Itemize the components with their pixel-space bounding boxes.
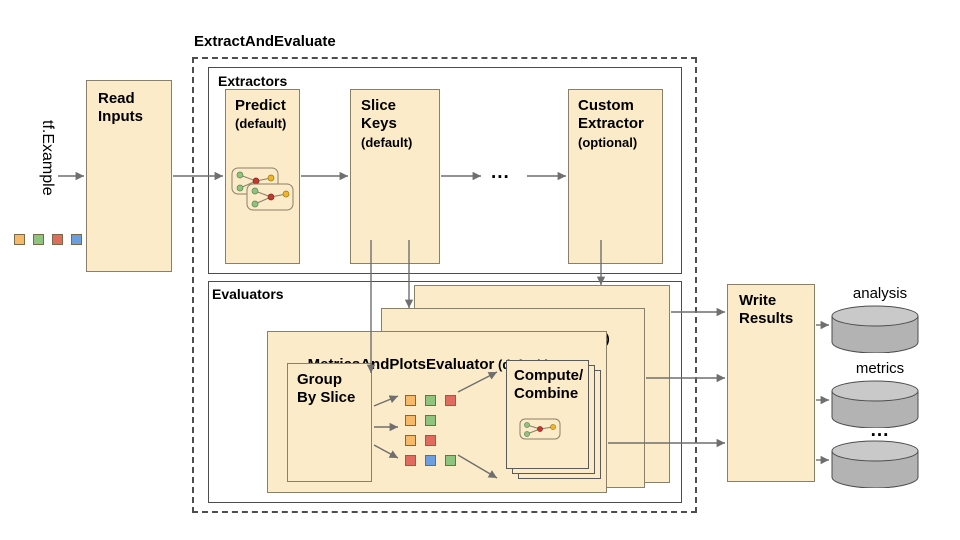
slice-swatch	[445, 395, 456, 406]
other-store-label: ...	[870, 420, 890, 441]
group-by-slice-line1: Group	[297, 371, 342, 388]
read-inputs-line1: Read	[98, 90, 135, 107]
input-swatch	[71, 234, 82, 245]
input-swatch	[52, 234, 63, 245]
extractor-slice-keys-line2: Keys	[361, 115, 397, 132]
group-by-slice-box[interactable]: Group By Slice	[287, 363, 372, 482]
extractor-custom-qualifier: (optional)	[578, 135, 638, 150]
slice-swatch	[425, 435, 436, 446]
slice-swatch	[445, 455, 456, 466]
extractor-predict[interactable]: Predict (default)	[225, 89, 300, 264]
compute-combine-line2: Combine	[514, 385, 579, 402]
metrics-store[interactable]	[831, 380, 919, 428]
extractor-predict-qualifier: (default)	[235, 116, 287, 131]
slice-swatch	[405, 415, 416, 426]
extract-and-evaluate-container	[192, 57, 697, 513]
input-label: tf.Example	[39, 120, 56, 196]
slice-swatch	[405, 455, 416, 466]
extractor-custom-line2: Extractor	[578, 115, 644, 132]
extractor-slice-keys-line1: Slice	[361, 97, 397, 114]
extractor-custom[interactable]: Custom Extractor (optional)	[568, 89, 663, 264]
extractor-custom-line1: Custom	[578, 97, 634, 114]
extractor-slice-keys-qualifier: (default)	[361, 135, 413, 150]
read-inputs-box[interactable]: Read Inputs	[86, 80, 172, 272]
extractor-slice-keys[interactable]: Slice Keys (default)	[350, 89, 440, 264]
slice-swatch	[405, 435, 416, 446]
evaluator-metrics-and-plots[interactable]: MetricsAndPlotsEvaluator (default) Group…	[267, 331, 607, 493]
extractor-predict-title: Predict	[235, 97, 286, 114]
slice-swatch	[405, 395, 416, 406]
analysis-store-label: analysis	[852, 285, 908, 302]
group-by-slice-line2: By Slice	[297, 389, 356, 406]
write-results-box[interactable]: Write Results	[727, 284, 815, 482]
metrics-store-label: metrics	[855, 360, 905, 377]
compute-combine-box[interactable]: Compute/ Combine	[506, 360, 589, 469]
other-store[interactable]	[831, 440, 919, 488]
evaluators-title: Evaluators	[212, 286, 284, 302]
extract-and-evaluate-title: ExtractAndEvaluate	[194, 33, 336, 50]
analysis-store[interactable]	[831, 305, 919, 353]
input-swatch	[14, 234, 25, 245]
slice-swatch	[425, 455, 436, 466]
slice-swatch	[425, 395, 436, 406]
input-swatch	[33, 234, 44, 245]
write-results-line1: Write	[739, 292, 777, 309]
read-inputs-line2: Inputs	[98, 108, 143, 125]
write-results-line2: Results	[739, 310, 794, 327]
extractors-title: Extractors	[218, 73, 288, 89]
slice-swatch	[425, 415, 436, 426]
compute-combine-line1: Compute/	[514, 367, 584, 384]
extractors-ellipsis: ...	[491, 162, 510, 183]
